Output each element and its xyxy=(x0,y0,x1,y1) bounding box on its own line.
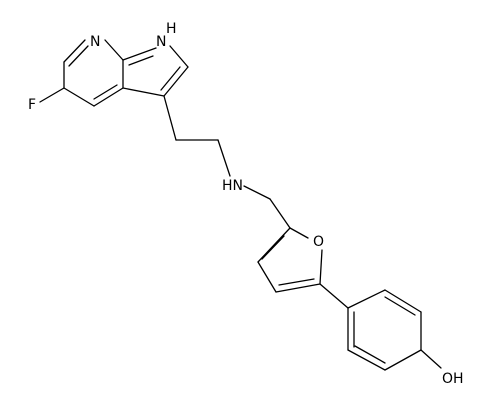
atom-label-furan-oxygen: O xyxy=(313,234,324,250)
atom-label-fluorine: F xyxy=(28,97,36,113)
bond xyxy=(93,87,124,107)
atom-label-n-pyridine: N xyxy=(90,34,100,50)
bond xyxy=(384,296,416,316)
bond xyxy=(269,198,291,229)
bond xyxy=(63,39,86,63)
furan-ring xyxy=(257,227,323,293)
phenol-ring xyxy=(347,289,422,371)
bond xyxy=(104,39,124,61)
bond xyxy=(169,45,189,68)
bond xyxy=(354,345,386,364)
bond xyxy=(257,227,291,263)
bond xyxy=(257,261,277,293)
bond xyxy=(384,289,422,313)
bond xyxy=(278,278,315,286)
bond xyxy=(217,139,231,177)
bond xyxy=(128,55,154,66)
bond xyxy=(384,349,422,371)
methylene-linker xyxy=(243,185,291,229)
bond xyxy=(163,95,177,141)
bond xyxy=(319,249,323,285)
atom-label-n-pyrrole: N xyxy=(156,34,166,50)
atom-label-amine: HN xyxy=(222,178,243,194)
bond xyxy=(319,283,349,309)
bond xyxy=(420,349,442,369)
bond xyxy=(122,47,157,61)
bond xyxy=(63,87,95,107)
bond xyxy=(68,45,89,67)
bond xyxy=(347,289,386,309)
ethyl-linker xyxy=(163,95,231,177)
atom-label-hydroxyl: OH xyxy=(442,371,464,387)
bond xyxy=(160,66,181,91)
bond xyxy=(275,283,321,293)
bond xyxy=(289,227,309,239)
bond xyxy=(163,66,189,97)
bond xyxy=(243,185,271,200)
bond xyxy=(39,87,65,103)
pyridine-ring xyxy=(63,39,124,107)
atom-label-h-pyrrole: H xyxy=(166,21,177,37)
bond xyxy=(93,84,118,100)
bond xyxy=(122,87,165,97)
pyrrole-ring xyxy=(122,45,189,97)
bond xyxy=(347,349,386,371)
bond xyxy=(261,235,285,260)
